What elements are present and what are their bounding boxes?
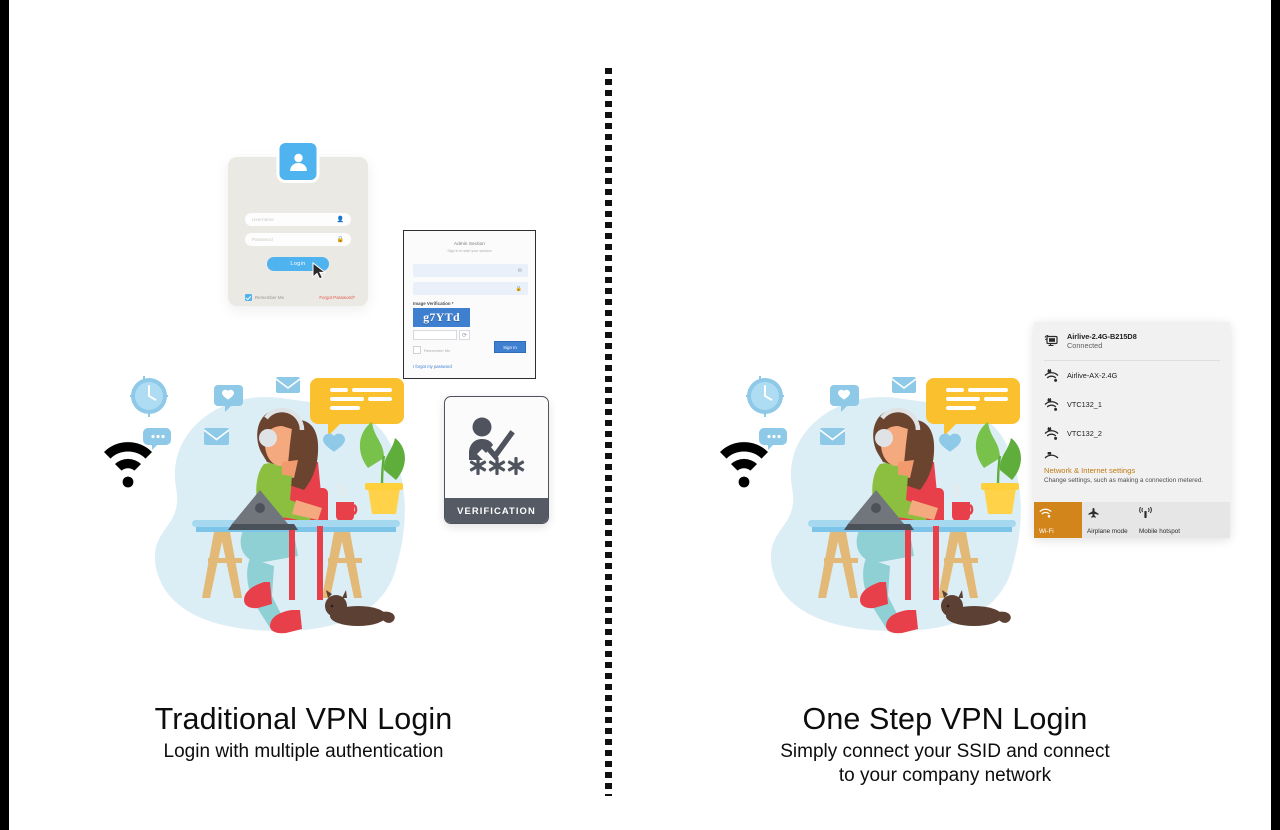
login-card-footer: Remember Me Forgot Password? [245, 294, 355, 301]
captcha-remember-label: Remember Me [424, 347, 451, 353]
right-edge-bar [1271, 0, 1280, 830]
mobile-hotspot-tile[interactable]: Mobile hotspot [1134, 502, 1186, 538]
network-settings-link[interactable]: Network & Internet settings [1044, 466, 1136, 475]
captcha-login-card: Admin Section Sign in to start your sess… [403, 230, 536, 379]
captcha-username-input[interactable]: ✉ [413, 264, 528, 277]
person-check-icon [445, 397, 548, 498]
mobile-hotspot-label: Mobile hotspot [1139, 527, 1180, 535]
captcha-forgot-password-link[interactable]: I forgot my password [413, 364, 452, 369]
vertical-dotted-divider [605, 68, 612, 796]
username-placeholder: Username [252, 217, 274, 222]
captcha-password-input[interactable]: 🔒 [413, 282, 528, 295]
left-edge-bar [0, 0, 9, 830]
lock-icon: 🔒 [515, 285, 522, 292]
airplane-icon [1087, 507, 1129, 520]
one-step-subtitle-line2: to your company network [838, 764, 1052, 786]
traditional-subtitle: Login with multiple authentication [163, 741, 444, 763]
envelope-icon: ✉ [517, 267, 522, 274]
wifi-tile-label: Wi-Fi [1039, 527, 1054, 535]
monitor-network-icon [1044, 334, 1059, 348]
illustration-one-step: 1 [712, 368, 1062, 668]
wifi-ssid-1: Airlive-AX-2.4G [1067, 371, 1118, 380]
connected-status: Connected [1067, 341, 1103, 350]
wifi-secured-icon [1044, 368, 1059, 383]
wifi-separator [1044, 360, 1220, 361]
traditional-vpn-panel: 1 [0, 0, 607, 830]
user-avatar-icon [276, 140, 320, 183]
quick-action-tiles: Wi-Fi Airplane mode Mobile hotspot [1034, 502, 1230, 538]
svg-text:1: 1 [239, 389, 243, 395]
traditional-title: Traditional VPN Login [154, 702, 453, 736]
caption-traditional: Traditional VPN Login Login with multipl… [0, 702, 607, 764]
mobile-hotspot-icon [1139, 507, 1181, 520]
network-settings-section: Network & Internet settings Change setti… [1034, 464, 1230, 484]
refresh-icon[interactable]: ⟳ [459, 330, 470, 340]
remember-me-checkbox[interactable]: Remember Me [245, 294, 284, 301]
wifi-network-row-3[interactable]: VTC132_2 [1034, 419, 1230, 448]
checkbox-icon [413, 346, 421, 354]
wifi-icon [1039, 507, 1077, 520]
wifi-ssid-2: VTC132_1 [1067, 400, 1102, 409]
username-input[interactable]: Username 👤 [245, 213, 351, 226]
password-placeholder: Password [252, 237, 273, 242]
user-icon: 👤 [336, 217, 344, 223]
wifi-ssid-3: VTC132_2 [1067, 429, 1102, 438]
airplane-mode-tile[interactable]: Airplane mode [1082, 502, 1134, 538]
verification-label: VERIFICATION [445, 498, 548, 523]
wifi-network-row-partial[interactable] [1034, 448, 1230, 464]
forgot-password-link[interactable]: Forgot Password? [319, 295, 355, 300]
wifi-network-row-1[interactable]: Airlive-AX-2.4G [1034, 361, 1230, 390]
wifi-secured-icon [1044, 426, 1059, 441]
wifi-toggle-tile[interactable]: Wi-Fi [1034, 502, 1082, 538]
one-step-title: One Step VPN Login [802, 702, 1088, 736]
wifi-network-row-2[interactable]: VTC132_1 [1034, 390, 1230, 419]
svg-text:1: 1 [855, 389, 859, 395]
wifi-secured-icon [1044, 397, 1059, 412]
airplane-mode-label: Airplane mode [1087, 527, 1128, 535]
captcha-card-subtitle: Sign in to start your session [447, 249, 492, 253]
network-settings-description: Change settings, such as making a connec… [1044, 477, 1204, 484]
captcha-image: g7YTd [413, 308, 470, 327]
lock-icon: 🔒 [336, 237, 344, 243]
password-input[interactable]: Password 🔒 [245, 233, 351, 246]
image-verification-label: Image Verification * [413, 301, 454, 306]
captcha-card-title: Admin Section [454, 241, 485, 246]
mouse-cursor-icon [312, 261, 328, 280]
wifi-flyout-panel: Airlive-2.4G-B215D8 Connected Airlive-AX… [1034, 322, 1230, 538]
caption-one-step: One Step VPN Login Simply connect your S… [610, 702, 1280, 787]
connected-ssid: Airlive-2.4G-B215D8 [1067, 331, 1137, 341]
captcha-signin-button[interactable]: Sign In [494, 341, 526, 353]
remember-me-label: Remember Me [255, 295, 285, 300]
captcha-answer-input[interactable] [413, 330, 457, 340]
one-step-vpn-panel: 1 [610, 0, 1280, 830]
illustration-traditional: 1 [96, 368, 446, 668]
tile-filler [1186, 502, 1230, 538]
one-step-subtitle-line1: Simply connect your SSID and connect [780, 741, 1110, 763]
checkbox-checked-icon [245, 294, 252, 301]
captcha-remember-me-checkbox[interactable]: Remember Me [413, 346, 450, 354]
wifi-connected-row[interactable]: Airlive-2.4G-B215D8 Connected [1034, 322, 1230, 355]
login-card: Username 👤 Password 🔒 Login Remember Me … [228, 140, 368, 306]
verification-card: VERIFICATION [444, 396, 549, 524]
